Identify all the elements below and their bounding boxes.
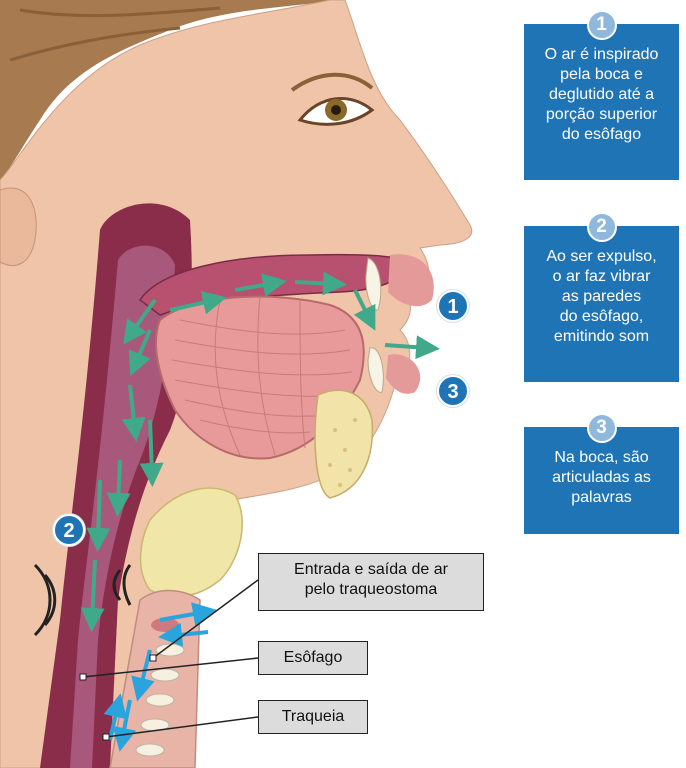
step-marker-1: 1 bbox=[437, 290, 469, 322]
mandible bbox=[315, 390, 372, 498]
step-marker-2: 2 bbox=[53, 514, 85, 546]
step-description: O ar é inspirado pela boca e deglutido a… bbox=[528, 45, 675, 145]
callout-esophagus: Esôfago bbox=[258, 641, 368, 675]
step-description: Na boca, são articuladas as palavras bbox=[528, 448, 675, 508]
callout-trachea: Traqueia bbox=[258, 700, 368, 734]
step-description: Ao ser expulso, o ar faz vibrar as pared… bbox=[528, 247, 675, 347]
step-badge: 3 bbox=[587, 413, 617, 443]
info-box-step-3: 3 Na boca, são articuladas as palavras bbox=[524, 427, 679, 534]
ear bbox=[0, 188, 36, 265]
info-box-step-1: 1 O ar é inspirado pela boca e deglutido… bbox=[524, 24, 679, 180]
step-badge: 1 bbox=[587, 10, 617, 40]
step-marker-3: 3 bbox=[437, 375, 469, 407]
step-badge: 2 bbox=[587, 212, 617, 242]
callout-stoma: Entrada e saída de ar pelo traqueostoma bbox=[258, 553, 484, 611]
info-box-step-2: 2 Ao ser expulso, o ar faz vibrar as par… bbox=[524, 226, 679, 382]
